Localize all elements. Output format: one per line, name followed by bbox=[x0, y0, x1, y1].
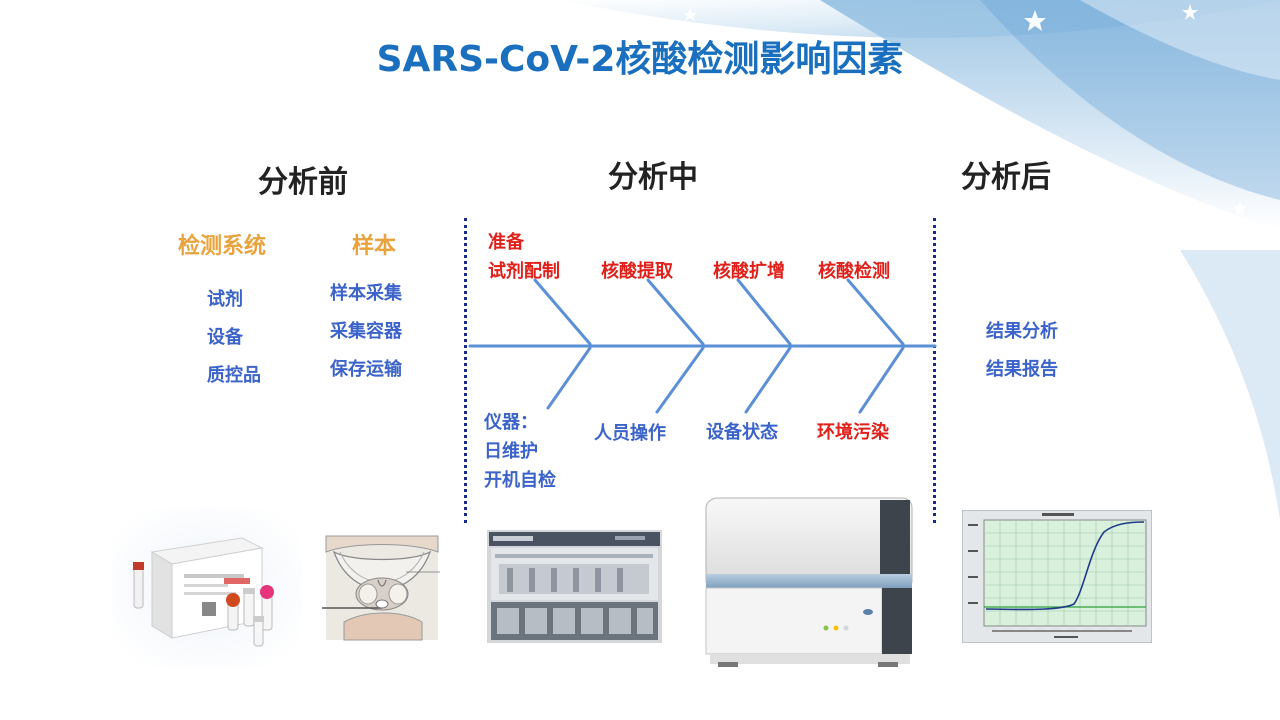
fishbone-label-instrument: 仪器： 日维护 开机自检 bbox=[484, 408, 556, 495]
sample-heading: 样本 bbox=[352, 234, 397, 259]
fishbone-label-detection: 核酸检测 bbox=[818, 261, 890, 282]
fishbone-bone bbox=[655, 346, 705, 414]
dotted-divider-right bbox=[933, 218, 936, 523]
phase-mid-analysis: 分析中 bbox=[608, 160, 698, 195]
list-item: 保存运输 bbox=[330, 359, 402, 380]
throat-swab-diagram bbox=[322, 535, 440, 641]
fishbone-bone bbox=[846, 278, 905, 346]
list-item: 结果分析 bbox=[986, 321, 1058, 342]
fishbone-label-personnel: 人员操作 bbox=[594, 423, 666, 444]
fishbone-bone bbox=[546, 346, 592, 410]
page-title: SARS-CoV-2核酸检测影响因素 bbox=[376, 39, 904, 80]
fishbone-bone bbox=[533, 278, 592, 346]
phase-post-analysis: 分析后 bbox=[961, 160, 1051, 195]
label-line: 开机自检 bbox=[484, 470, 556, 491]
list-item: 结果报告 bbox=[986, 359, 1058, 380]
amplification-curve-image bbox=[962, 510, 1152, 643]
fishbone-bone bbox=[744, 346, 792, 414]
pcr-instrument-image bbox=[705, 497, 913, 667]
label-line: 准备 bbox=[488, 232, 524, 253]
fishbone-bone bbox=[858, 346, 905, 414]
detection-system-list: 试剂 设备 质控品 bbox=[207, 281, 261, 395]
reagent-kit-image bbox=[112, 508, 302, 668]
label-line: 试剂配制 bbox=[488, 261, 560, 282]
fishbone-bone bbox=[736, 278, 792, 346]
list-item: 试剂 bbox=[207, 289, 243, 310]
detection-system-heading: 检测系统 bbox=[178, 234, 267, 259]
fishbone-label-extraction: 核酸提取 bbox=[601, 261, 673, 282]
list-item: 设备 bbox=[207, 327, 243, 348]
label-line: 日维护 bbox=[484, 441, 538, 462]
fishbone-label-contamination: 环境污染 bbox=[817, 422, 889, 443]
list-item: 样本采集 bbox=[330, 283, 402, 304]
fishbone-bone bbox=[646, 278, 705, 346]
list-item: 质控品 bbox=[207, 365, 261, 386]
list-item: 采集容器 bbox=[330, 321, 402, 342]
fishbone-label-equipment-status: 设备状态 bbox=[706, 422, 778, 443]
post-analysis-list: 结果分析 结果报告 bbox=[986, 313, 1058, 389]
fishbone-label-amplification: 核酸扩增 bbox=[713, 261, 785, 282]
fishbone-label-prep: 准备 试剂配制 bbox=[488, 228, 560, 286]
sample-list: 样本采集 采集容器 保存运输 bbox=[330, 275, 402, 389]
label-line: 仪器： bbox=[484, 412, 538, 433]
nucleic-acid-extractor-image bbox=[487, 530, 662, 643]
phase-pre-analysis: 分析前 bbox=[258, 165, 348, 200]
dotted-divider-left bbox=[464, 218, 467, 523]
